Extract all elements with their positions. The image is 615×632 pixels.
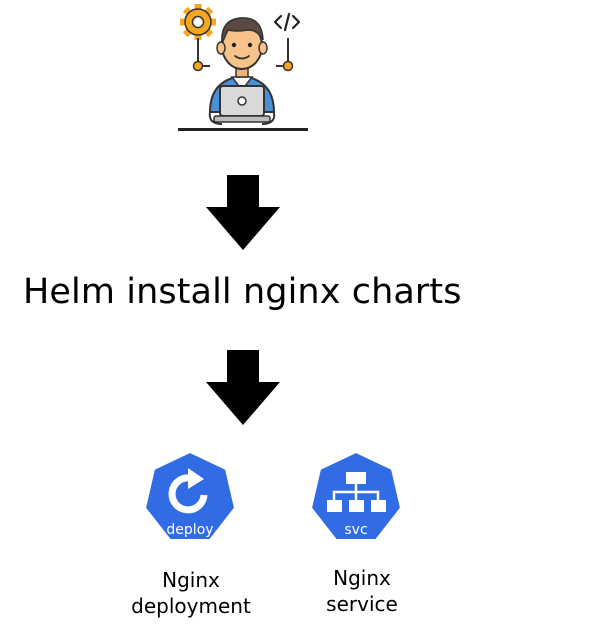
label-line: deployment — [131, 594, 251, 618]
svc-badge-text: svc — [344, 522, 367, 538]
label-line: service — [326, 592, 398, 616]
kubernetes-svc-icon: svc — [310, 451, 402, 541]
deploy-badge-text: deploy — [166, 522, 213, 538]
developer-with-laptop-icon — [178, 4, 308, 131]
code-icon — [273, 12, 301, 32]
label-line: Nginx — [333, 566, 391, 590]
arrow-down-icon — [206, 350, 280, 425]
helm-command-text: Helm install nginx charts — [23, 272, 462, 312]
nginx-deployment-label: Nginx deployment — [128, 567, 254, 619]
label-line: Nginx — [162, 568, 220, 592]
nginx-service-label: Nginx service — [312, 565, 412, 617]
arrow-down-icon — [206, 175, 280, 250]
gear-icon — [180, 4, 216, 40]
kubernetes-deploy-icon: deploy — [144, 451, 236, 541]
